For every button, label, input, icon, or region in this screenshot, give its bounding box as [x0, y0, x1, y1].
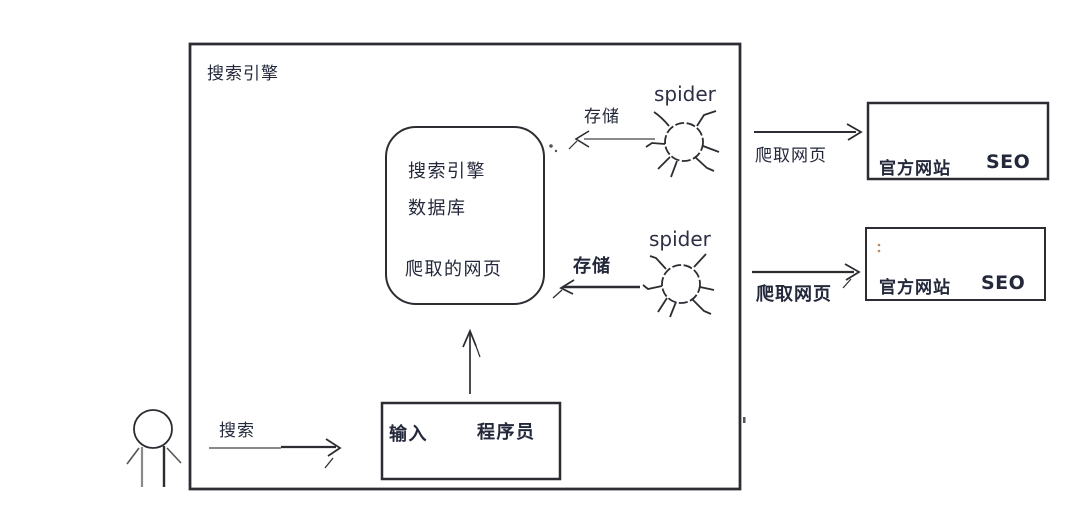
- spider-top-label: spider: [654, 82, 717, 106]
- site-box-bottom-outline: [865, 227, 1046, 301]
- search-arrow: [209, 438, 342, 469]
- stray-mark: [743, 417, 746, 423]
- site-bottom-seo: SEO: [981, 272, 1025, 294]
- store-bottom-arrow: [552, 279, 640, 299]
- input-to-database-arrow: [462, 328, 481, 394]
- input-label: 输入: [389, 423, 428, 445]
- input-box-outline: [380, 401, 562, 481]
- programmer-label: 程序员: [477, 421, 536, 443]
- database-box: 搜索引擎 数据库 爬取的网页: [385, 126, 545, 305]
- user-search-flow: 搜索: [126, 409, 342, 487]
- database-box-outline: [385, 126, 545, 305]
- database-line-1: 搜索引擎: [408, 161, 486, 182]
- site-top-name: 官方网站: [879, 158, 951, 179]
- site-top-seo: SEO: [986, 151, 1030, 173]
- database-line-3: 爬取的网页: [405, 259, 503, 280]
- site-box-top-outline: [866, 101, 1050, 181]
- stray-mark: [549, 144, 558, 153]
- person-icon: [126, 409, 182, 487]
- crawl-bottom-arrow: [752, 263, 861, 289]
- crawl-top-label: 爬取网页: [755, 146, 827, 166]
- site-box-top: 官方网站 SEO: [866, 101, 1050, 181]
- spider-top: spider 存储 爬取网页 官方网站 SEO: [568, 82, 1050, 181]
- search-label: 搜索: [219, 421, 255, 441]
- input-box: 输入 程序员: [380, 401, 562, 481]
- engine-box-title: 搜索引擎: [207, 64, 279, 84]
- database-line-2: 数据库: [408, 198, 467, 219]
- site-box-bottom: 官方网站 SEO: [865, 227, 1046, 301]
- stray-mark: [877, 243, 881, 253]
- store-top-label: 存储: [584, 107, 620, 127]
- engine-box: [188, 42, 742, 491]
- spider-icon: [645, 110, 720, 178]
- spider-bottom-label: spider: [649, 227, 712, 251]
- store-top-arrow: [568, 130, 655, 150]
- crawl-bottom-label: 爬取网页: [756, 283, 832, 305]
- spider-bottom: spider 存储 爬取网页: [552, 227, 1046, 318]
- site-bottom-name: 官方网站: [879, 277, 951, 298]
- crawl-top-arrow: [754, 123, 863, 141]
- store-bottom-label: 存储: [573, 255, 611, 277]
- spider-icon: [642, 253, 715, 318]
